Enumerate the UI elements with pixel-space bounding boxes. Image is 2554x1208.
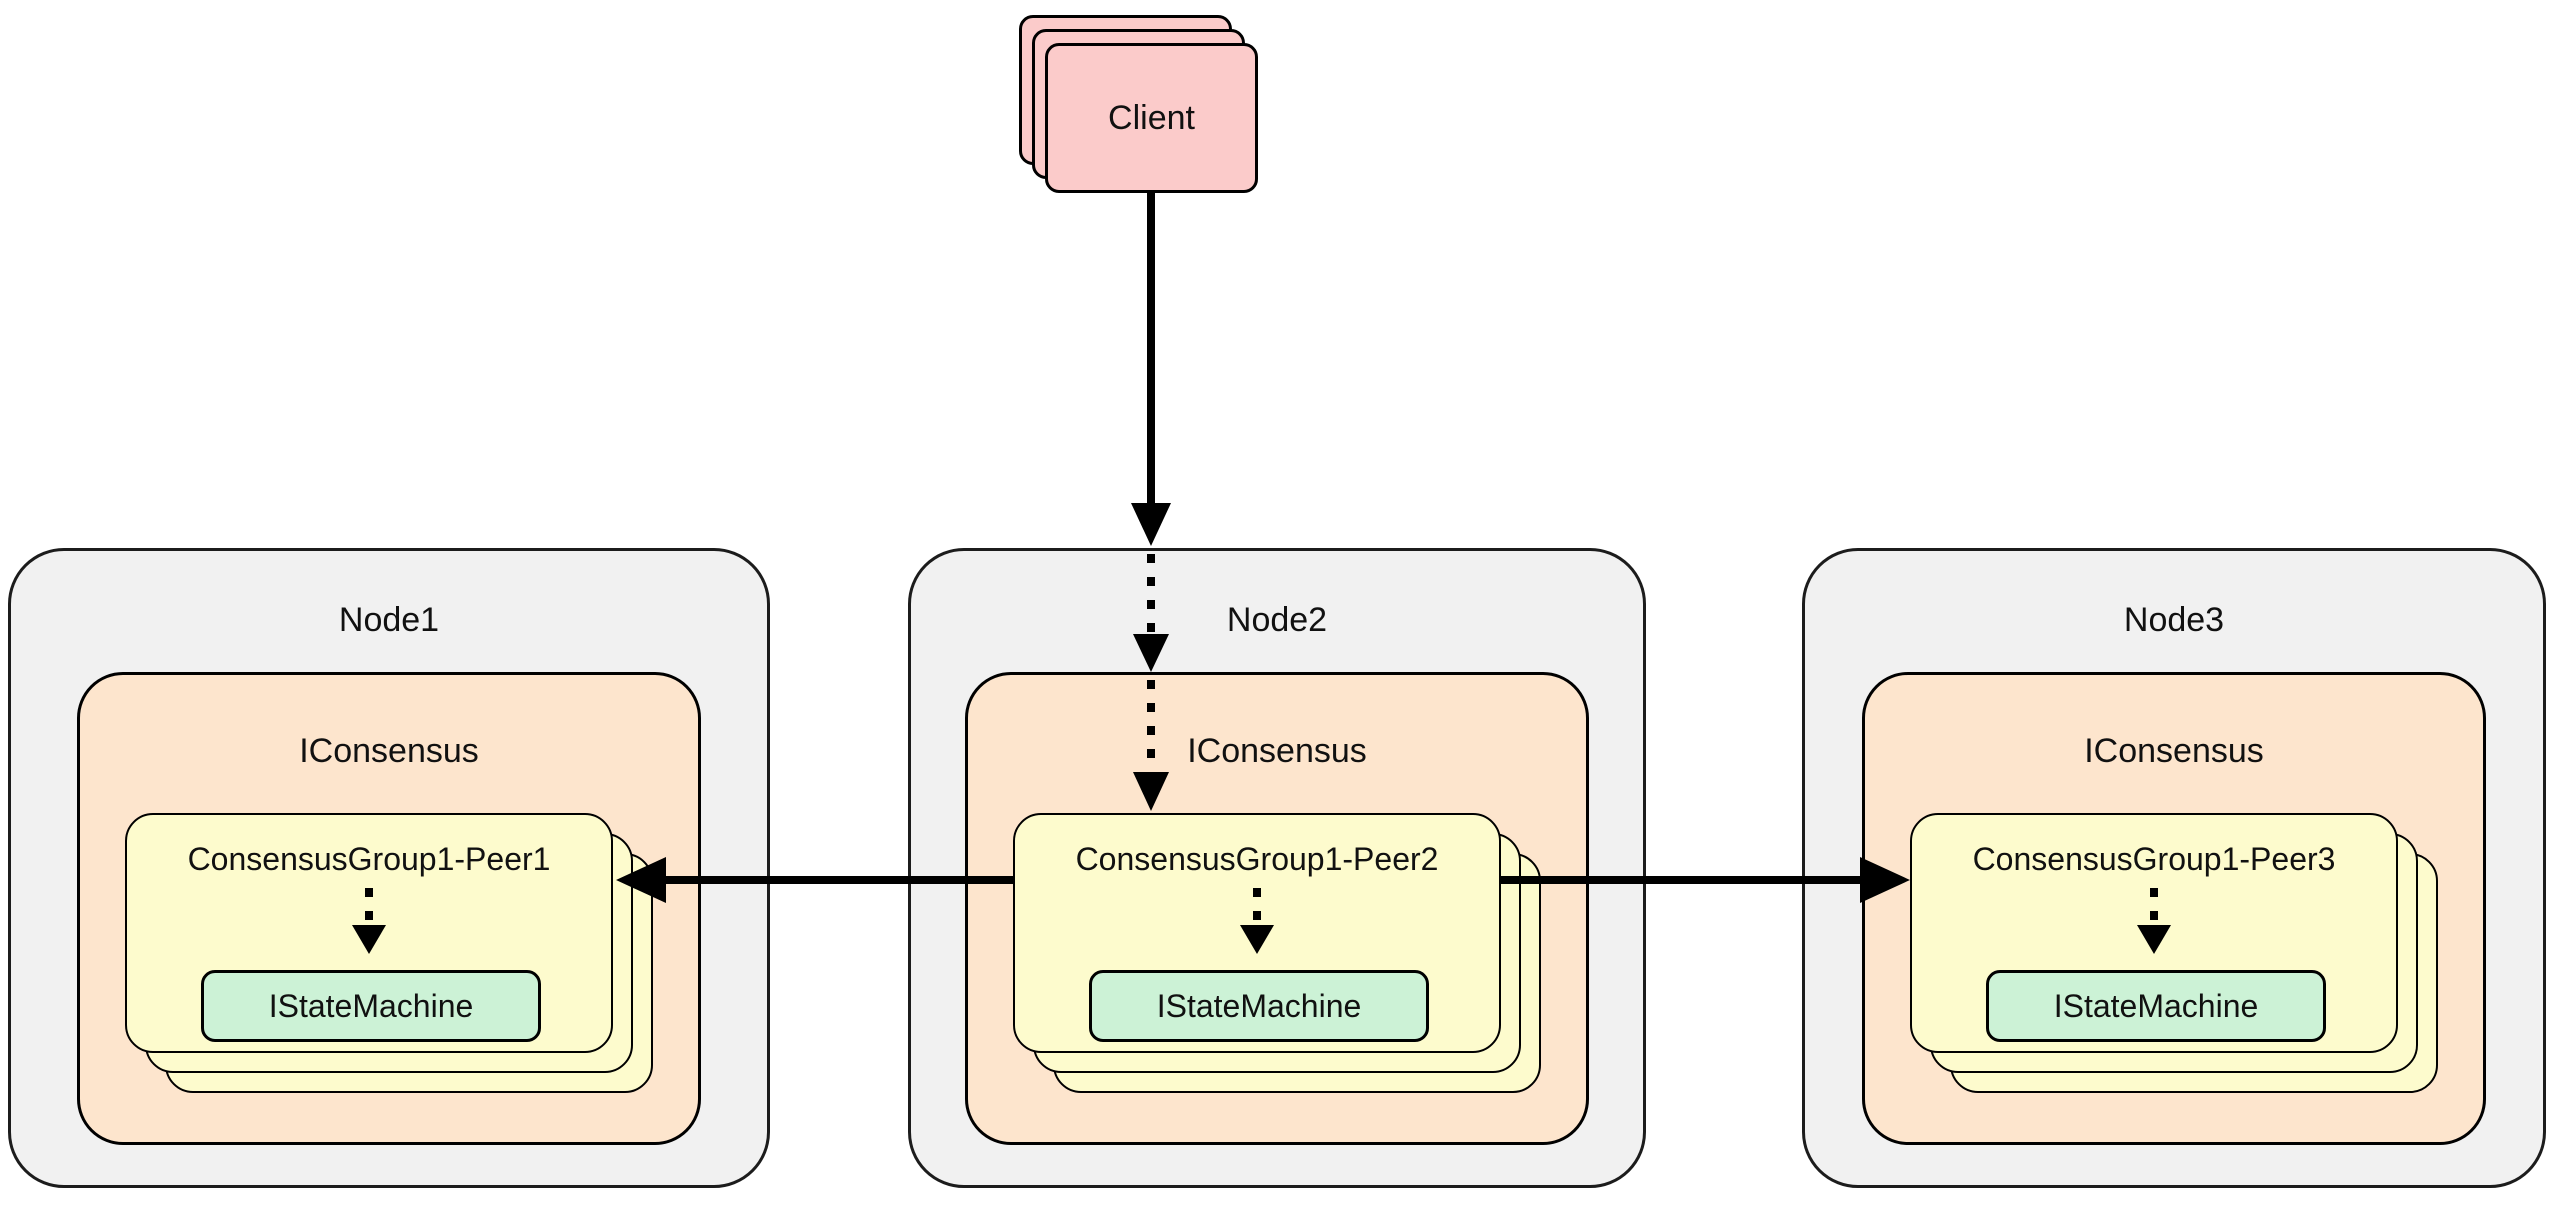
node2-label: Node2	[1226, 601, 1328, 639]
node2-peer-stack: ConsensusGroup1-Peer2 IStateMachine	[1013, 813, 1541, 1093]
node1-peer-stack: ConsensusGroup1-Peer1 IStateMachine	[125, 813, 653, 1093]
node1-box: Node1 IConsensus ConsensusGroup1-Peer1 I…	[8, 548, 770, 1188]
node2-istatemachine-label: IStateMachine	[1156, 987, 1362, 1024]
node1-istatemachine-label: IStateMachine	[268, 987, 474, 1024]
node3-peer-stack: ConsensusGroup1-Peer3 IStateMachine	[1910, 813, 2438, 1093]
node1-label: Node1	[338, 601, 440, 639]
node1-istatemachine-box: IStateMachine	[201, 970, 541, 1042]
node3-peer-box: ConsensusGroup1-Peer3 IStateMachine	[1910, 813, 2398, 1053]
client-box: Client	[1045, 43, 1258, 193]
node2-istatemachine-box: IStateMachine	[1089, 970, 1429, 1042]
node2-peer-box: ConsensusGroup1-Peer2 IStateMachine	[1013, 813, 1501, 1053]
node1-iconsensus-label: IConsensus	[299, 732, 479, 770]
node3-iconsensus-label: IConsensus	[2084, 732, 2264, 770]
node1-iconsensus-box: IConsensus ConsensusGroup1-Peer1 IStateM…	[77, 672, 701, 1145]
node3-label: Node3	[2123, 601, 2225, 639]
node2-iconsensus-label: IConsensus	[1187, 732, 1367, 770]
node3-box: Node3 IConsensus ConsensusGroup1-Peer3 I…	[1802, 548, 2546, 1188]
node3-peer-label: ConsensusGroup1-Peer3	[1972, 841, 2336, 877]
node3-istatemachine-box: IStateMachine	[1986, 970, 2326, 1042]
client-label: Client	[1108, 98, 1195, 137]
node2-box: Node2 IConsensus ConsensusGroup1-Peer2 I…	[908, 548, 1646, 1188]
node3-iconsensus-box: IConsensus ConsensusGroup1-Peer3 IStateM…	[1862, 672, 2486, 1145]
node1-peer-box: ConsensusGroup1-Peer1 IStateMachine	[125, 813, 613, 1053]
node3-istatemachine-label: IStateMachine	[2053, 987, 2259, 1024]
node2-peer-label: ConsensusGroup1-Peer2	[1075, 841, 1439, 877]
edge-client-to-node2	[1131, 193, 1171, 546]
node2-iconsensus-box: IConsensus ConsensusGroup1-Peer2 IStateM…	[965, 672, 1589, 1145]
node1-peer-label: ConsensusGroup1-Peer1	[187, 841, 551, 877]
